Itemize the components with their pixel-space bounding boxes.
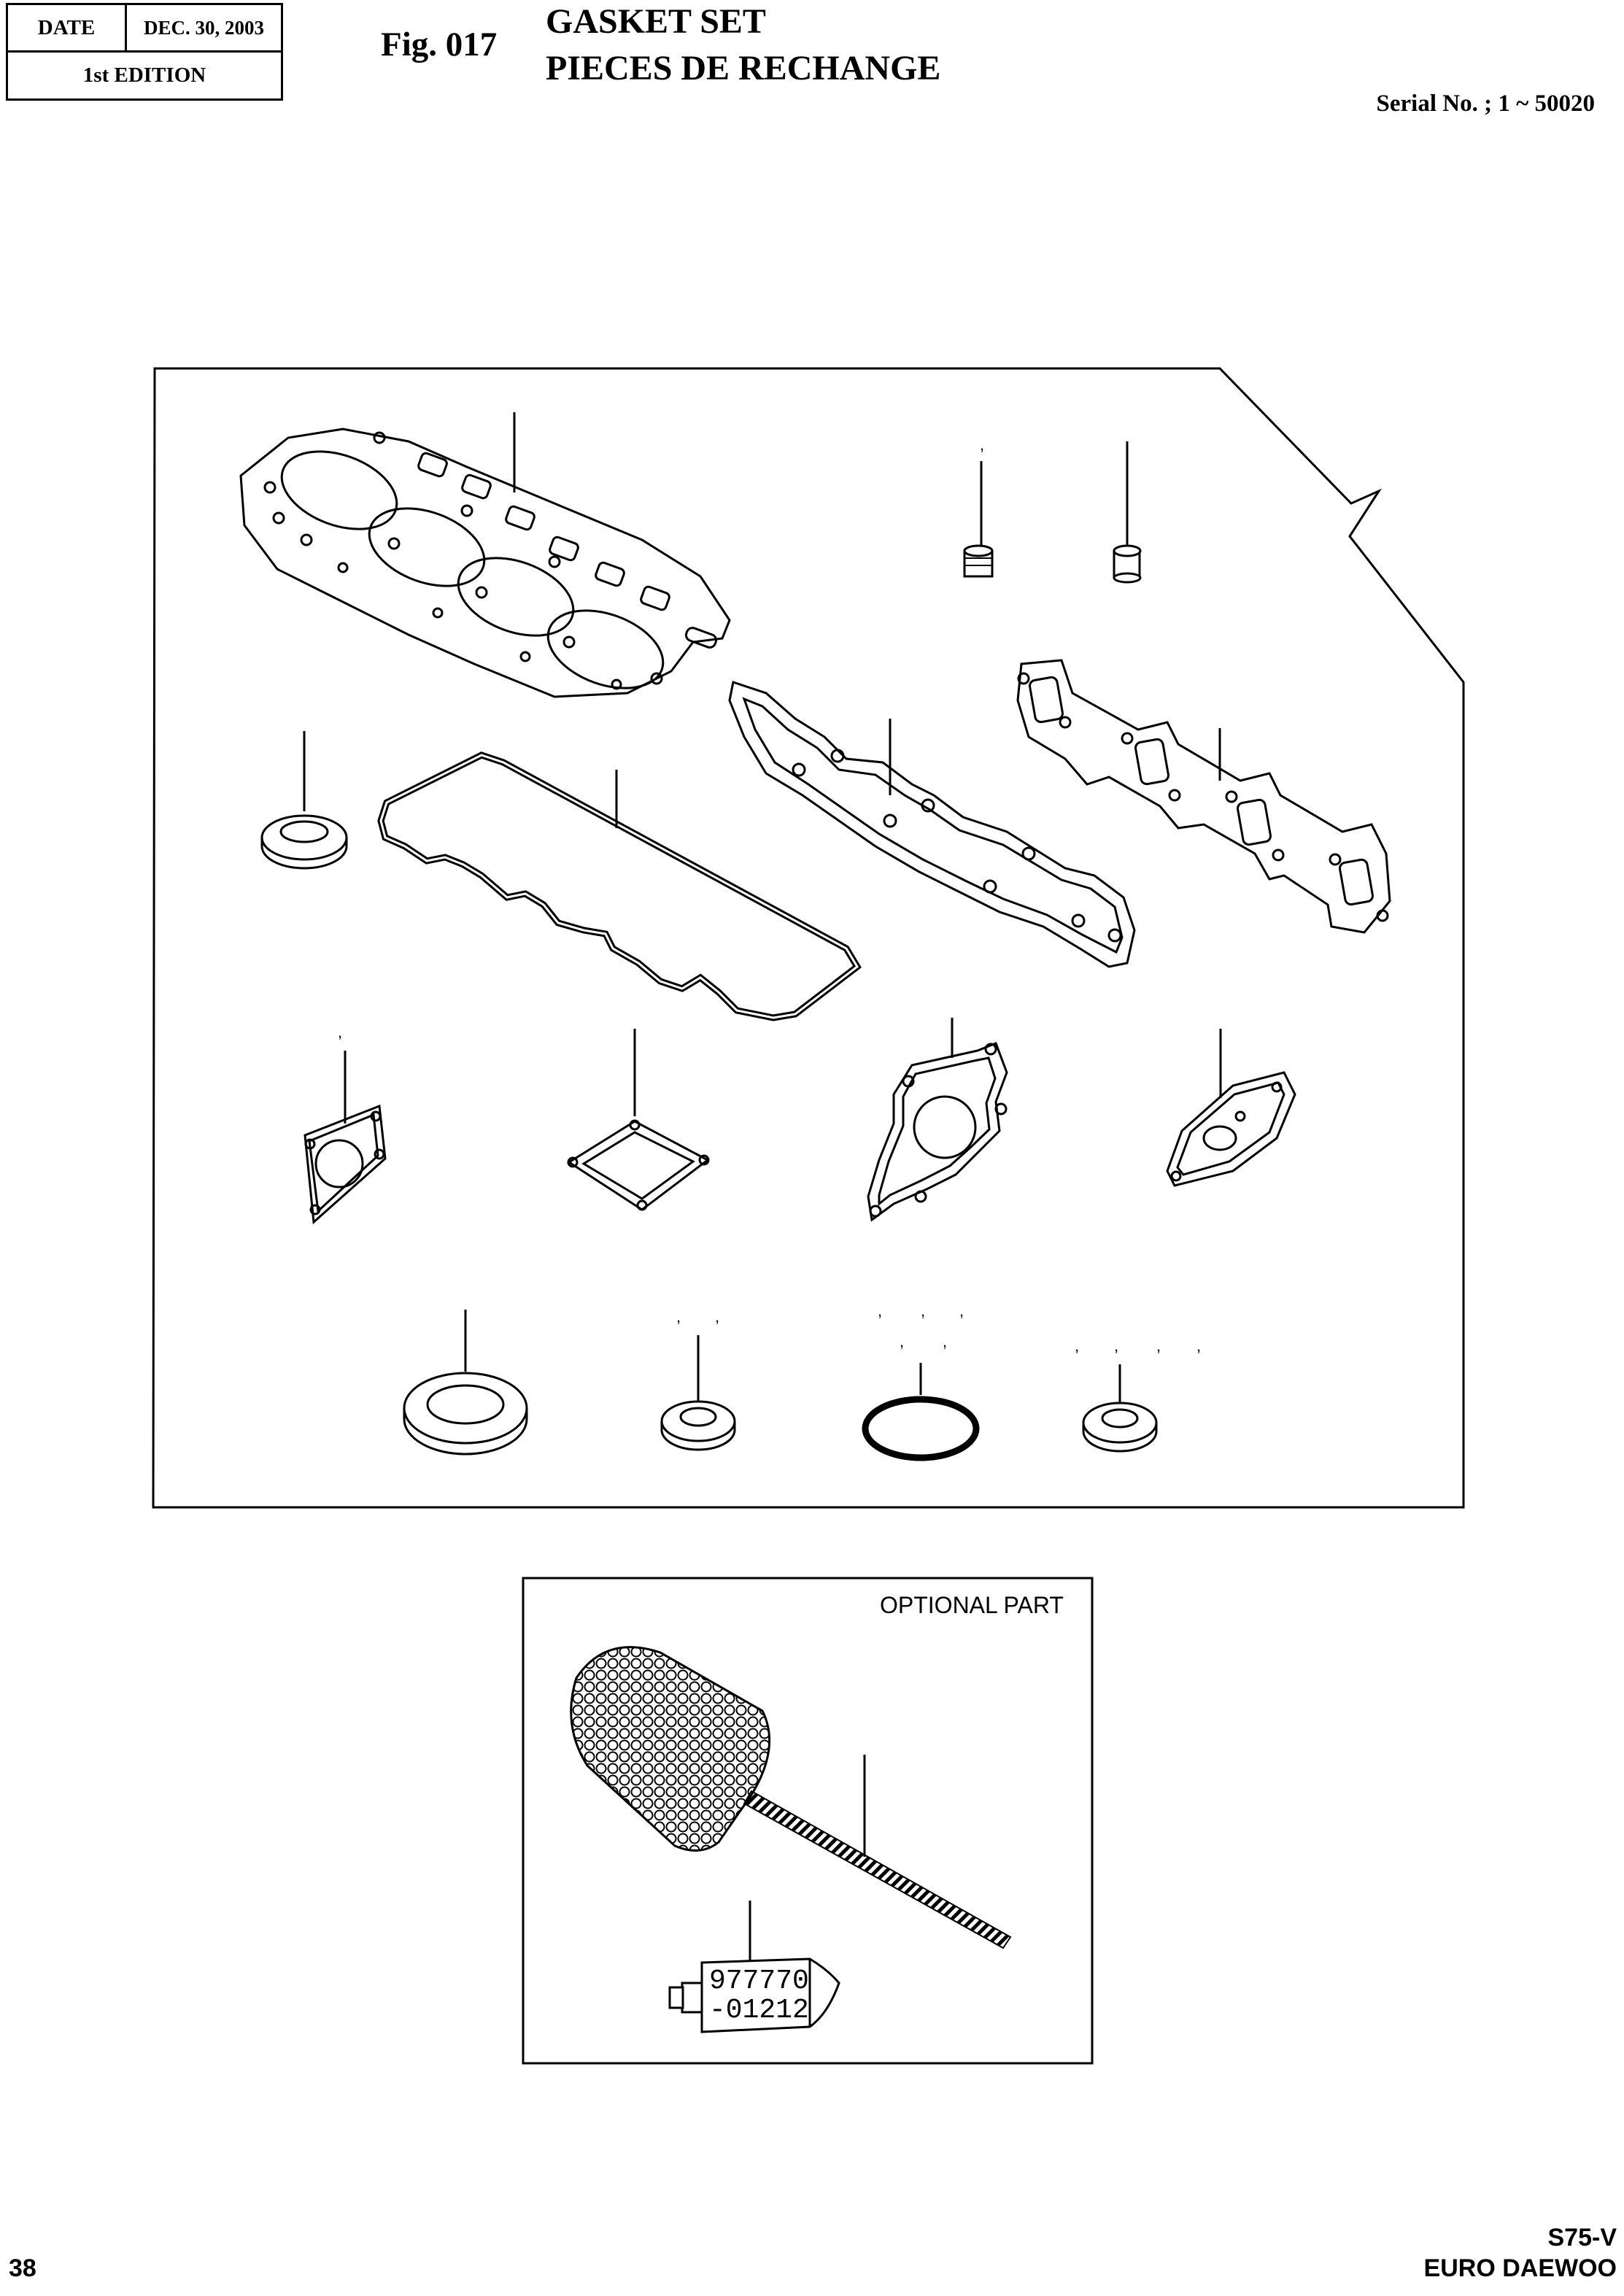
bushing xyxy=(1113,544,1142,584)
svg-text:,: , xyxy=(900,1332,904,1350)
exhaust-manifold-gasket xyxy=(1016,659,1391,934)
figure-number: Fig. 017 xyxy=(381,26,498,63)
cover-gasket xyxy=(1166,1071,1296,1187)
cylinder-hone-brush xyxy=(570,1646,1012,1949)
serial-number: Serial No. ; 1 ~ 50020 xyxy=(1376,90,1595,117)
optional-part-label: OPTIONAL PART xyxy=(880,1592,1064,1618)
model-brand: S75-V EURO DAEWOO xyxy=(1424,2222,1617,2284)
svg-text:,: , xyxy=(1114,1337,1118,1355)
square-gasket xyxy=(303,1104,387,1225)
thermostat-gasket xyxy=(567,1119,710,1211)
svg-text:,: , xyxy=(1196,1337,1201,1355)
part-number-tube: 977770 -01212 xyxy=(709,1967,809,2025)
date-row: DATE DEC. 30, 2003 xyxy=(8,5,281,53)
svg-text:,: , xyxy=(676,1307,681,1326)
svg-text:,: , xyxy=(959,1302,964,1320)
brand-name: EURO DAEWOO xyxy=(1423,2254,1617,2282)
svg-text:,: , xyxy=(980,436,984,454)
tube-text-line1: 977770 xyxy=(709,1965,809,1997)
valve-cover-gasket xyxy=(377,751,862,1021)
tube-text-line2: -01212 xyxy=(709,1995,809,2026)
page-title: GASKET SET xyxy=(546,2,766,41)
page-subtitle: PIECES DE RECHANGE xyxy=(546,49,941,88)
svg-text:,: , xyxy=(878,1302,882,1320)
large-seal-ring xyxy=(403,1372,528,1456)
seal-washer xyxy=(260,814,348,870)
svg-text:,: , xyxy=(921,1302,925,1320)
o-ring xyxy=(862,1396,980,1461)
water-pump-gasket xyxy=(867,1042,1008,1222)
svg-text:,: , xyxy=(338,1023,342,1041)
intake-manifold-gasket xyxy=(728,681,1136,968)
date-label: DATE xyxy=(8,5,127,50)
page-number: 38 xyxy=(9,2254,36,2282)
washer-right xyxy=(1082,1402,1158,1453)
optional-part-frame xyxy=(522,1577,1094,2065)
svg-text:,: , xyxy=(943,1332,947,1350)
small-washer xyxy=(660,1400,736,1451)
svg-text:,: , xyxy=(1075,1337,1079,1355)
date-value: DEC. 30, 2003 xyxy=(143,16,264,39)
main-frame xyxy=(152,367,1465,1509)
cylinder-head-gasket xyxy=(239,428,731,698)
model-name: S75-V xyxy=(1547,2224,1617,2251)
svg-text:,: , xyxy=(1156,1337,1161,1355)
valve-stem-seal xyxy=(963,544,994,578)
sealant-tube xyxy=(668,1957,840,2033)
svg-text:,: , xyxy=(715,1307,719,1326)
leader-ticks: , , ,, ,,, ,, ,,,, xyxy=(338,436,1201,1355)
edition-label: 1st EDITION xyxy=(82,63,206,87)
date-edition-box: DATE DEC. 30, 2003 1st EDITION xyxy=(6,3,283,101)
